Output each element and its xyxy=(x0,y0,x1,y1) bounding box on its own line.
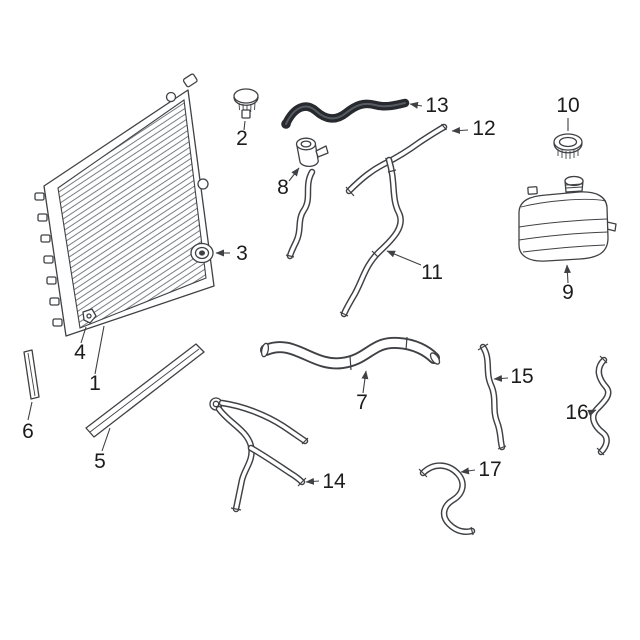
part-label-2: 2 xyxy=(236,127,248,150)
leader-line-16 xyxy=(587,409,597,417)
mount-grommet-drawing xyxy=(190,242,214,264)
leader-line-7 xyxy=(361,370,369,394)
leader-line-2 xyxy=(243,120,246,131)
hose-11-drawing xyxy=(339,156,404,318)
callout-2: 2 xyxy=(236,120,248,150)
side-seal-drawing xyxy=(23,349,40,400)
radiator-clips xyxy=(34,192,63,327)
leader-line-5 xyxy=(101,427,111,452)
radiator-drawing xyxy=(34,73,215,337)
leader-line-9 xyxy=(563,264,571,284)
part-label-1: 1 xyxy=(89,372,101,395)
callout-16: 16 xyxy=(565,401,597,424)
callout-8: 8 xyxy=(277,167,300,199)
reservoir-cap-ribs xyxy=(557,149,579,159)
small-cap-ribs xyxy=(238,102,256,113)
part-label-3: 3 xyxy=(236,242,248,265)
part-label-15: 15 xyxy=(510,365,533,388)
hose-14-drawing xyxy=(209,397,309,513)
hose-7-drawing xyxy=(260,336,441,371)
leader-line-17 xyxy=(460,467,476,475)
part-label-9: 9 xyxy=(562,281,574,304)
connector-fitting-drawing xyxy=(295,137,329,168)
hose-12-drawing xyxy=(345,123,448,197)
part-label-5: 5 xyxy=(94,450,106,473)
leader-line-1 xyxy=(94,325,105,375)
callout-3: 3 xyxy=(215,242,248,265)
leader-line-8 xyxy=(288,167,300,182)
leader-line-6 xyxy=(27,401,33,421)
callout-17: 17 xyxy=(460,458,502,481)
callout-5: 5 xyxy=(94,427,111,473)
callout-1: 1 xyxy=(89,325,105,395)
reservoir-ribs xyxy=(518,198,609,253)
leader-line-11 xyxy=(386,250,422,266)
hose-17-drawing xyxy=(418,462,476,536)
callout-11: 11 xyxy=(386,250,443,284)
small-cap-drawing xyxy=(233,88,259,119)
part-label-4: 4 xyxy=(74,341,86,364)
part-label-16: 16 xyxy=(565,401,588,424)
hose-16-drawing xyxy=(590,355,612,456)
air-deflector-drawing xyxy=(85,343,205,438)
callout-15: 15 xyxy=(493,365,534,388)
leader-line-4 xyxy=(80,326,87,344)
leader-line-15 xyxy=(493,374,509,382)
callout-10: 10 xyxy=(556,94,580,131)
part-label-17: 17 xyxy=(478,458,501,481)
callout-6: 6 xyxy=(22,401,34,443)
radiator-mounts xyxy=(165,73,209,190)
hose-15-drawing xyxy=(477,343,507,451)
coolant-reservoir-drawing xyxy=(518,175,617,262)
callout-4: 4 xyxy=(74,326,87,364)
callout-14: 14 xyxy=(305,470,346,493)
mount-clip-drawing xyxy=(82,308,97,324)
hose-8-branch-drawing xyxy=(285,168,316,260)
part-label-12: 12 xyxy=(472,117,495,140)
part-label-7: 7 xyxy=(356,391,368,414)
part-label-8: 8 xyxy=(277,176,289,199)
part-label-6: 6 xyxy=(22,420,34,443)
part-label-10: 10 xyxy=(556,94,579,117)
leader-line-12 xyxy=(451,127,469,134)
callout-7: 7 xyxy=(356,370,369,414)
part-label-11: 11 xyxy=(421,261,443,284)
part-label-13: 13 xyxy=(425,94,448,117)
leader-line-13 xyxy=(409,101,423,109)
leader-line-14 xyxy=(305,477,320,485)
reservoir-cap-drawing xyxy=(553,133,583,159)
hose-13-highlighted-drawing xyxy=(281,98,410,129)
part-label-14: 14 xyxy=(322,470,346,493)
callout-12: 12 xyxy=(451,117,496,140)
callout-9: 9 xyxy=(562,264,574,304)
callout-13: 13 xyxy=(409,94,449,117)
